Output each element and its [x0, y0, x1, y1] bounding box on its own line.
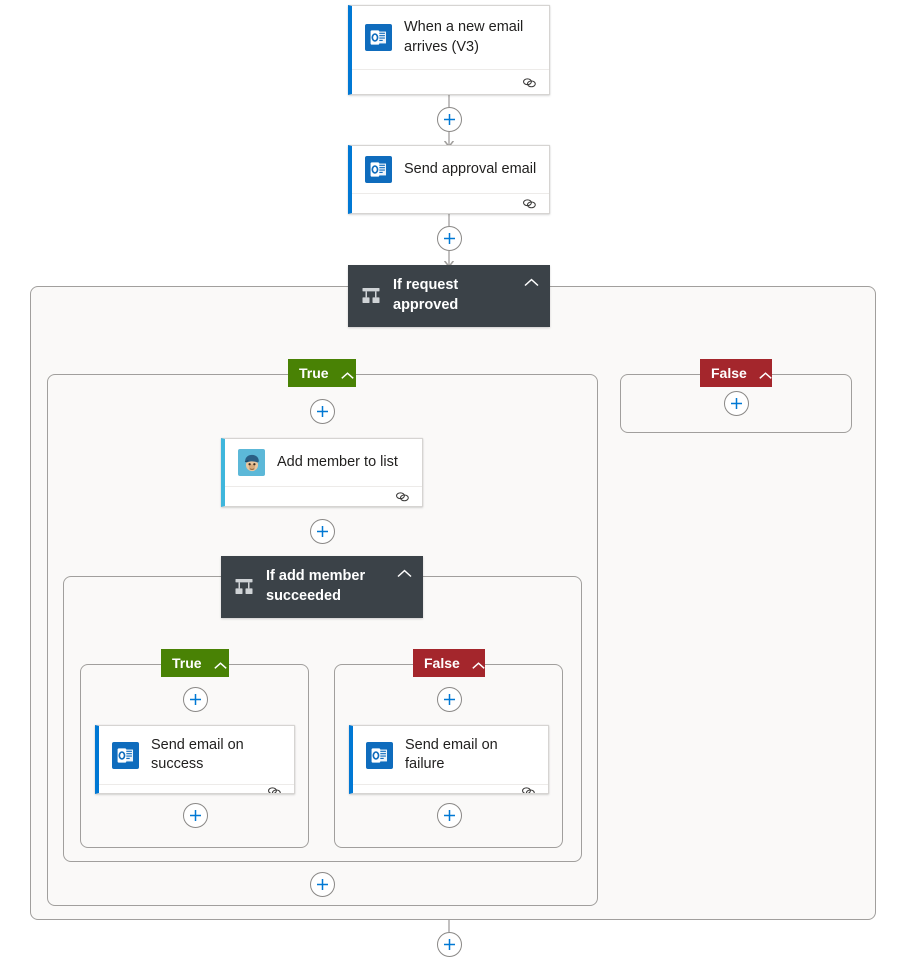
action-card-send-email-on-failure[interactable]: Send email on failure: [349, 725, 549, 794]
condition-card-if-add-member-succeeded[interactable]: If add member succeeded: [221, 556, 423, 618]
copy-link-icon[interactable]: [394, 490, 411, 503]
action-card-when-a-new-email-arrives[interactable]: When a new email arrives (V3): [348, 5, 550, 95]
add-step-button-false-branch-outer[interactable]: [724, 391, 749, 416]
copy-link-icon[interactable]: [521, 197, 538, 210]
chevron-up-icon[interactable]: [471, 658, 486, 669]
chevron-up-icon[interactable]: [340, 368, 355, 379]
action-card-send-email-on-success[interactable]: Send email on success: [95, 725, 295, 794]
action-card-send-approval-email[interactable]: Send approval email: [348, 145, 550, 214]
branch-badge-true-outer[interactable]: True: [288, 359, 356, 387]
card-footer: [353, 784, 548, 793]
add-step-button-true-branch-top[interactable]: [310, 399, 335, 424]
chevron-up-icon[interactable]: [396, 567, 413, 579]
branch-badge-label: True: [299, 365, 329, 381]
add-step-button-nested-false-top[interactable]: [437, 687, 462, 712]
branch-badge-label: True: [172, 655, 202, 671]
action-card-add-member-to-list[interactable]: Add member to list: [221, 438, 423, 507]
chevron-up-icon[interactable]: [213, 658, 228, 669]
action-card-title: Add member to list: [277, 453, 398, 470]
branch-badge-label: False: [424, 655, 460, 671]
branch-badge-true-nested[interactable]: True: [161, 649, 229, 677]
add-step-button-after-condition[interactable]: [437, 932, 462, 957]
card-header: Send email on failure: [353, 726, 548, 784]
condition-card-title: If request approved: [393, 277, 459, 313]
add-step-button-nested-false-bottom[interactable]: [437, 803, 462, 828]
condition-card-title: If add member succeeded: [266, 568, 366, 604]
card-footer: [225, 486, 422, 506]
add-step-button-after-trigger[interactable]: [437, 107, 462, 132]
copy-link-icon[interactable]: [520, 785, 537, 793]
condition-branch-icon: [233, 576, 255, 598]
branch-badge-label: False: [711, 365, 747, 381]
outlook-icon: [365, 24, 392, 51]
copy-link-icon[interactable]: [521, 76, 538, 89]
add-step-button-after-add-member[interactable]: [310, 519, 335, 544]
card-header: When a new email arrives (V3): [352, 6, 549, 69]
add-step-button-true-branch-bottom[interactable]: [310, 872, 335, 897]
action-card-title: Send email on success: [151, 737, 244, 773]
outlook-icon: [112, 741, 139, 769]
card-header: Send email on success: [99, 726, 294, 784]
card-header: Send approval email: [352, 146, 549, 193]
action-card-title: When a new email arrives (V3): [404, 19, 524, 55]
add-step-button-nested-true-bottom[interactable]: [183, 803, 208, 828]
action-card-title: Send approval email: [404, 160, 537, 177]
outlook-icon: [366, 741, 393, 769]
card-header: Add member to list: [225, 439, 422, 486]
condition-branch-icon: [360, 285, 382, 307]
chevron-up-icon[interactable]: [523, 276, 540, 288]
copy-link-icon[interactable]: [266, 785, 283, 793]
add-step-button-after-send-approval-email[interactable]: [437, 226, 462, 251]
card-footer: [352, 69, 549, 94]
action-card-title: Send email on failure: [405, 737, 498, 773]
branch-badge-false-outer[interactable]: False: [700, 359, 772, 387]
condition-card-if-request-approved[interactable]: If request approved: [348, 265, 550, 327]
card-footer: [352, 193, 549, 213]
outlook-icon: [365, 156, 392, 183]
mailchimp-icon: [238, 449, 265, 476]
card-footer: [99, 784, 294, 793]
add-step-button-nested-true-top[interactable]: [183, 687, 208, 712]
branch-badge-false-nested[interactable]: False: [413, 649, 485, 677]
chevron-up-icon[interactable]: [758, 368, 773, 379]
